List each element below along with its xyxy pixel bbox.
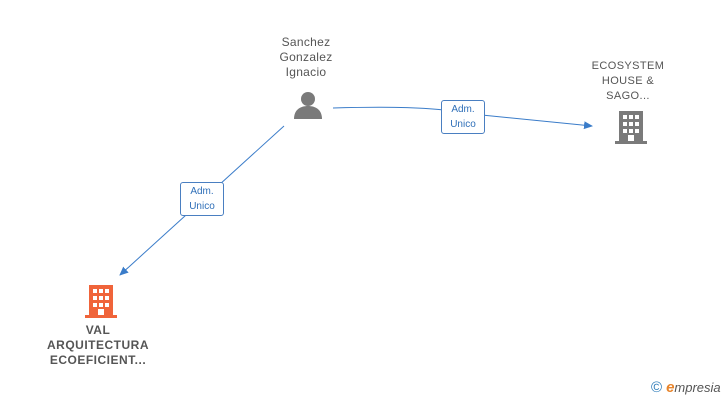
building-icon-highlighted[interactable] [85,284,117,318]
person-name-line-3: Ignacio [285,65,327,79]
val-name-line-2: ARQUITECTURA [47,338,149,352]
person-name-line-2: Gonzalez [279,50,333,64]
edge-label-line-1: Adm. [451,104,475,115]
brand-initial: e [666,379,675,396]
ecosystem-name-line-2: HOUSE & [601,75,655,87]
edge-label-ecosystem: Adm. Unico [441,100,485,134]
val-node-label[interactable]: VAL ARQUITECTURA ECOEFICIENT... [38,323,158,368]
edge-label-val: Adm. Unico [180,182,224,216]
brand-name: mpresia [674,380,721,395]
ecosystem-name-line-3: SAGO... [606,90,650,102]
edge-label-line-2: Unico [189,201,215,212]
person-name-line-1: Sanchez [281,35,331,49]
brand-logo: ©empresia [651,379,721,396]
edge-label-line-1: Adm. [190,186,214,197]
person-icon[interactable] [293,91,323,119]
building-icon[interactable] [615,110,647,144]
val-name-line-3: ECOEFICIENT... [49,353,147,367]
person-node-label[interactable]: Sanchez Gonzalez Ignacio [258,35,354,80]
copyright-icon: © [651,379,663,396]
val-name-line-1: VAL [85,323,111,337]
ecosystem-node-label[interactable]: ECOSYSTEM HOUSE & SAGO... [576,59,680,104]
ecosystem-name-line-1: ECOSYSTEM [591,60,665,72]
edge-label-line-2: Unico [450,119,476,130]
